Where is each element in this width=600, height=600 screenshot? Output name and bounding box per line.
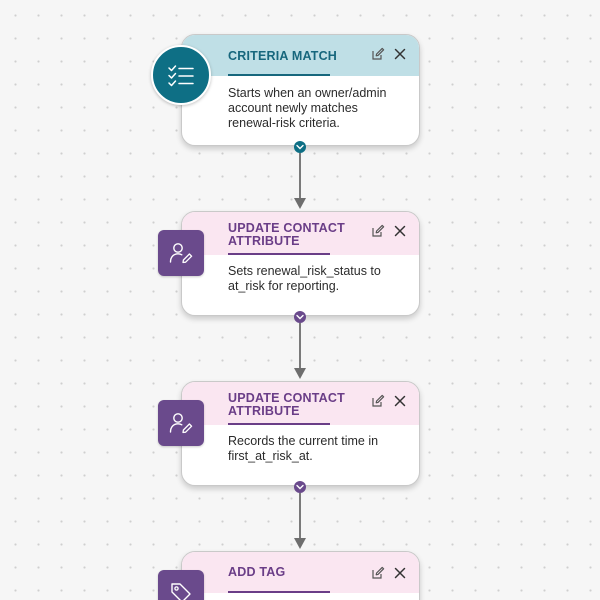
node-description: Sets renewal_risk_status to at_risk for … [228, 264, 381, 293]
node-criteria-match[interactable]: CRITERIA MATCH Starts when an owner/admi… [181, 34, 420, 146]
node-description: Records the current time in first_at_ris… [228, 434, 379, 463]
connector-line [299, 153, 301, 199]
close-icon [394, 395, 406, 407]
node-add-tag[interactable]: ADD TAG [181, 551, 420, 600]
chevron-down-icon [296, 144, 304, 150]
chevron-down-icon [296, 484, 304, 490]
close-icon [394, 567, 406, 579]
connector-line [299, 493, 301, 539]
node-header: CRITERIA MATCH [182, 35, 419, 76]
node-header: ADD TAG [182, 552, 419, 593]
edit-button[interactable] [371, 394, 385, 408]
edit-icon [372, 47, 385, 60]
title-underline [228, 591, 330, 593]
action-badge [158, 400, 204, 446]
node-actions [371, 47, 407, 61]
node-update-contact-attribute[interactable]: UPDATE CONTACT ATTRIBUTE Records the cur… [181, 381, 420, 486]
user-edit-icon [169, 413, 193, 434]
edit-button[interactable] [371, 47, 385, 61]
tag-icon [171, 583, 191, 600]
connector-arrow [294, 198, 306, 209]
node-update-contact-attribute[interactable]: UPDATE CONTACT ATTRIBUTE Sets renewal_ri… [181, 211, 420, 316]
title-underline [228, 253, 330, 255]
node-title: ADD TAG [228, 565, 286, 579]
connector-toggle[interactable] [294, 481, 306, 493]
connector-toggle[interactable] [294, 141, 306, 153]
delete-button[interactable] [393, 566, 407, 580]
connector-arrow [294, 368, 306, 379]
chevron-down-icon [296, 314, 304, 320]
node-actions [371, 566, 407, 580]
node-description: Starts when an owner/admin account newly… [228, 86, 387, 130]
title-underline [228, 74, 330, 76]
delete-button[interactable] [393, 394, 407, 408]
action-badge [158, 570, 204, 600]
node-header: UPDATE CONTACT ATTRIBUTE [182, 212, 419, 255]
delete-button[interactable] [393, 47, 407, 61]
node-actions [371, 394, 407, 408]
edit-icon [372, 224, 385, 237]
user-edit-icon [169, 243, 193, 264]
close-icon [394, 48, 406, 60]
connector-line [299, 323, 301, 369]
action-badge [158, 230, 204, 276]
edit-icon [372, 394, 385, 407]
edit-icon [372, 566, 385, 579]
connector-arrow [294, 538, 306, 549]
connector-toggle[interactable] [294, 311, 306, 323]
delete-button[interactable] [393, 224, 407, 238]
edit-button[interactable] [371, 566, 385, 580]
edit-button[interactable] [371, 224, 385, 238]
trigger-badge [151, 45, 211, 105]
node-title: CRITERIA MATCH [228, 49, 338, 63]
node-actions [371, 224, 407, 238]
checklist-icon [168, 65, 194, 87]
title-underline [228, 423, 330, 425]
node-title: UPDATE CONTACT ATTRIBUTE [228, 221, 345, 248]
node-title: UPDATE CONTACT ATTRIBUTE [228, 391, 345, 418]
close-icon [394, 225, 406, 237]
node-header: UPDATE CONTACT ATTRIBUTE [182, 382, 419, 425]
